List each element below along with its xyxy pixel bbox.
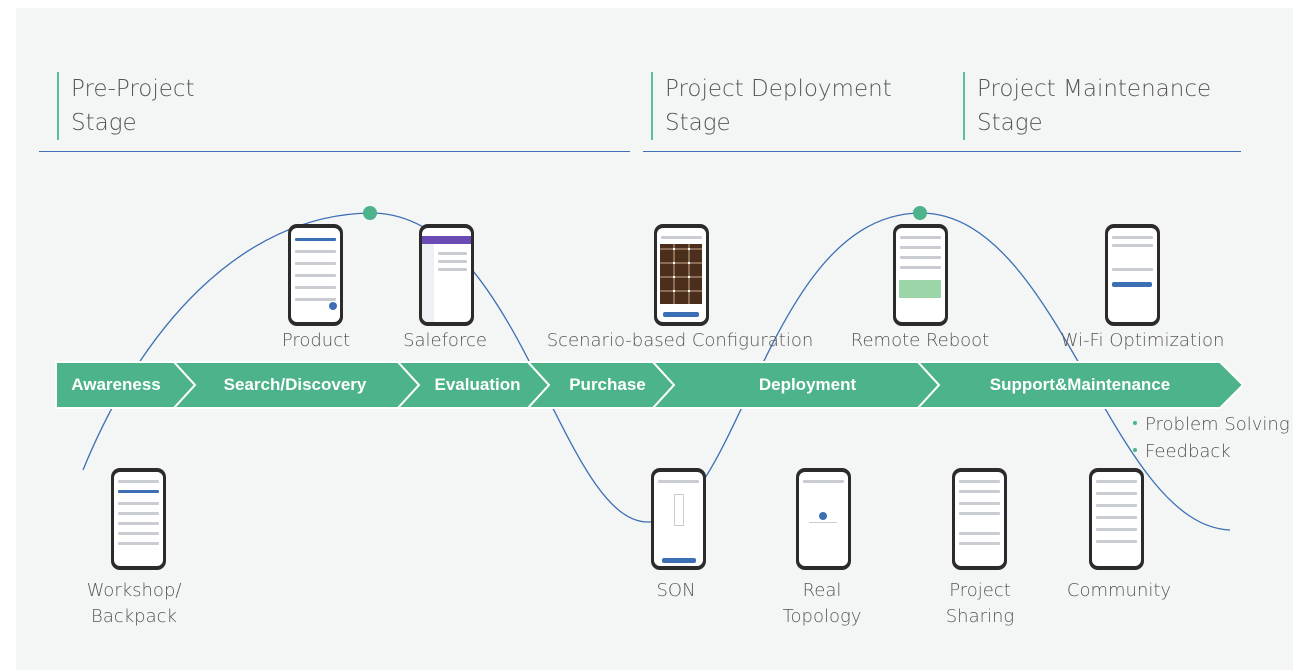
bullet-feedback-text: Feedback	[1145, 441, 1231, 462]
phone-workshop-screenshot	[111, 468, 166, 570]
label-topology-line1: Real	[802, 580, 842, 601]
label-son: SON	[656, 580, 696, 601]
label-community: Community	[1066, 580, 1172, 601]
phone-remote-reboot-screenshot	[893, 224, 948, 326]
bullet-dot	[1133, 448, 1137, 452]
curve-peak-marker	[913, 206, 927, 220]
phone-community-screenshot	[1089, 468, 1144, 570]
label-product: Product	[281, 330, 351, 351]
stage-maintenance-line2: Stage	[977, 110, 1043, 136]
stage-maintenance-line1: Project Maintenance	[977, 76, 1212, 102]
label-scenario-configuration: Scenario-based Configuration	[546, 330, 814, 351]
phone-son-screenshot	[651, 468, 706, 570]
label-topology-line2: Topology	[782, 606, 862, 627]
stage-pre-project-line2: Stage	[71, 110, 137, 136]
phone-wifi-optimization-screenshot	[1105, 224, 1160, 326]
label-real-topology: Real Topology	[772, 578, 872, 630]
flow-purchase-label: Purchase	[569, 375, 646, 394]
label-workshop-line2: Backpack	[91, 606, 177, 627]
stage-deployment-line1: Project Deployment	[665, 76, 892, 102]
bullet-problem-solving-text: Problem Solving	[1145, 414, 1290, 435]
stage-pre-project: Pre-Project Stage	[57, 72, 195, 140]
label-wifi-optimization: Wi-Fi Optimization	[1060, 330, 1225, 351]
label-sharing-line1: Project	[949, 580, 1011, 601]
phone-product-screenshot	[288, 224, 343, 326]
label-workshop-line1: Workshop/	[86, 580, 182, 601]
flow-awareness-label: Awareness	[71, 375, 161, 394]
chevron-support	[915, 361, 1245, 409]
bullet-feedback: Feedback	[1133, 441, 1231, 462]
flow-search-label: Search/Discovery	[223, 375, 367, 394]
stage-divider-post	[643, 151, 1241, 152]
label-workshop-backpack: Workshop/ Backpack	[74, 578, 194, 630]
label-remote-reboot: Remote Reboot	[850, 330, 990, 351]
stage-pre-project-line1: Pre-Project	[71, 76, 195, 102]
label-project-sharing: Project Sharing	[930, 578, 1030, 630]
phone-project-sharing-screenshot	[952, 468, 1007, 570]
bullet-problem-solving: Problem Solving	[1133, 414, 1290, 435]
stage-deployment-line2: Stage	[665, 110, 731, 136]
stage-deployment: Project Deployment Stage	[651, 72, 892, 140]
label-saleforce: Saleforce	[403, 330, 487, 351]
phone-topology-screenshot	[796, 468, 851, 570]
bullet-dot	[1133, 421, 1137, 425]
stage-divider-pre	[39, 151, 630, 152]
flow-support-label: Support&Maintenance	[989, 375, 1171, 394]
stage-maintenance: Project Maintenance Stage	[963, 72, 1211, 140]
phone-saleforce-screenshot	[419, 224, 474, 326]
flow-evaluation-label: Evaluation	[434, 375, 521, 394]
phone-scenario-screenshot	[654, 224, 709, 326]
flow-deployment-label: Deployment	[758, 375, 857, 394]
curve-peak-marker	[363, 206, 377, 220]
label-sharing-line2: Sharing	[945, 606, 1015, 627]
